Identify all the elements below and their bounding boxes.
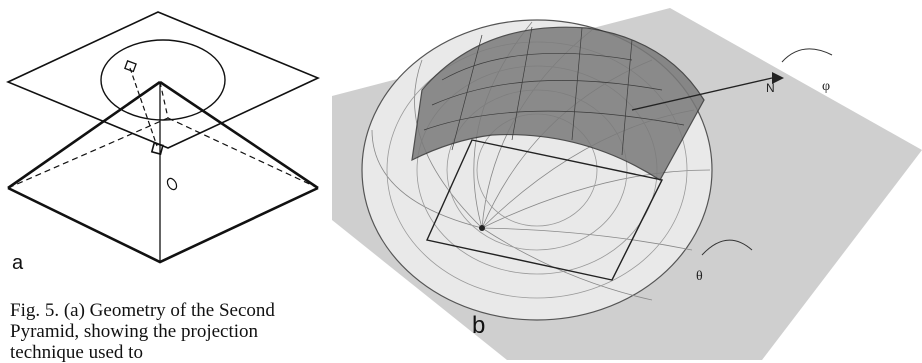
projection-plane	[6, 11, 320, 149]
figure-panel-b: N φ θ b	[332, 0, 922, 360]
shaded-projection-region	[411, 26, 705, 181]
hemisphere-model-photo: N φ θ	[332, 8, 922, 360]
north-axis-line	[631, 77, 773, 111]
projection-ray	[129, 67, 158, 147]
figure-panel-a: a Fig. 5. (a) Geometry of the Second Pyr…	[0, 0, 330, 363]
pyramid-base-back-left	[7, 117, 169, 189]
pyramid-edge-left	[7, 80, 161, 190]
base-square-outline	[426, 139, 664, 281]
north-arrow-head	[772, 72, 784, 84]
detector-symbol	[166, 177, 178, 191]
theta-symbol: θ	[696, 269, 703, 284]
projected-detector-square	[124, 60, 137, 73]
projection-circle	[100, 39, 226, 121]
phi-symbol: φ	[822, 79, 830, 94]
theta-angle-arc	[701, 239, 753, 256]
pyramid-hidden-edge	[159, 81, 169, 119]
panel-b-label: b	[472, 312, 486, 339]
pyramid-base-front	[7, 186, 319, 264]
panel-a-label: a	[12, 252, 24, 274]
pyramid-base-back-right	[167, 117, 319, 189]
pyramid-edge-right	[159, 80, 319, 190]
pole-point	[479, 225, 485, 231]
figure-caption: Fig. 5. (a) Geometry of the Second Pyram…	[10, 300, 275, 363]
north-marker: N	[766, 81, 775, 95]
chamber-square	[150, 142, 164, 156]
pyramid-geometry-diagram	[6, 11, 320, 264]
shaded-region-grid	[423, 26, 685, 156]
phi-angle-arc	[781, 48, 833, 63]
